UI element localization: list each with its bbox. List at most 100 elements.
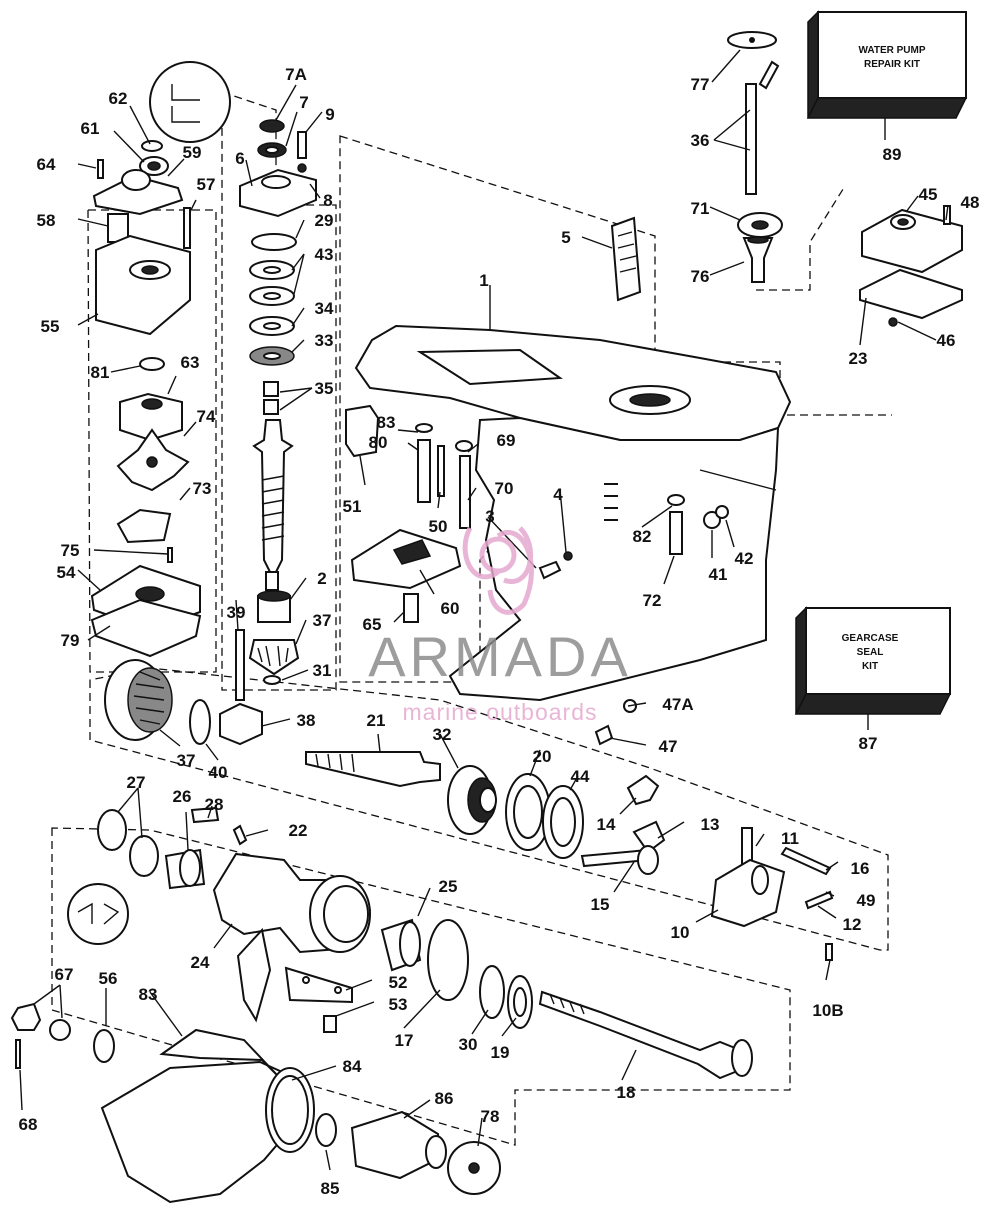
callout-86: 86 — [435, 1089, 454, 1108]
callout-21: 21 — [367, 711, 386, 730]
callout-12: 12 — [843, 915, 862, 934]
waterpump-group-outline — [87, 209, 217, 673]
callout-36: 36 — [691, 131, 710, 150]
callout-62: 62 — [109, 89, 128, 108]
water-pump-repair-kit-box: WATER PUMP REPAIR KIT 89 — [806, 10, 968, 164]
callout-46: 46 — [937, 331, 956, 350]
callout-72: 72 — [643, 591, 662, 610]
callout-64: 64 — [37, 155, 56, 174]
callout-13: 13 — [701, 815, 720, 834]
callout-53: 53 — [389, 995, 408, 1014]
callout-1: 1 — [479, 271, 488, 290]
watermark-tagline: marine outboards — [403, 699, 598, 725]
callout-4: 4 — [553, 485, 563, 504]
callout-59: 59 — [183, 143, 202, 162]
callout-18: 18 — [617, 1083, 636, 1102]
part-5 — [610, 216, 642, 302]
callout-77: 77 — [691, 75, 710, 94]
callout-83b: 83 — [139, 985, 158, 1004]
callout-17: 17 — [395, 1031, 414, 1050]
shift-rod-parts — [727, 31, 783, 283]
callout-89: 89 — [883, 145, 902, 164]
callout-20: 20 — [533, 747, 552, 766]
callout-49: 49 — [857, 891, 876, 910]
callout-70: 70 — [495, 479, 514, 498]
callout-54: 54 — [57, 563, 76, 582]
callout-61: 61 — [81, 119, 100, 138]
callout-50: 50 — [429, 517, 448, 536]
callout-2: 2 — [317, 569, 326, 588]
callout-16: 16 — [851, 859, 870, 878]
callout-45: 45 — [919, 185, 938, 204]
callout-48: 48 — [961, 193, 980, 212]
callout-68: 68 — [19, 1115, 38, 1134]
callout-47: 47 — [659, 737, 678, 756]
callout-5: 5 — [561, 228, 570, 247]
gear-train-parts — [104, 659, 834, 961]
callout-47A: 47A — [662, 695, 693, 714]
callout-39: 39 — [227, 603, 246, 622]
callout-27: 27 — [127, 773, 146, 792]
callout-42: 42 — [735, 549, 754, 568]
callout-32: 32 — [433, 725, 452, 744]
callout-79: 79 — [61, 631, 80, 650]
gearcase-seal-kit-box: GEARCASE SEAL KIT 87 — [794, 606, 952, 753]
callout-41: 41 — [709, 565, 728, 584]
callout-78: 78 — [481, 1107, 500, 1126]
callout-71: 71 — [691, 199, 710, 218]
callout-74: 74 — [197, 407, 216, 426]
callout-65: 65 — [363, 615, 382, 634]
driveshaft-group-outline — [221, 91, 337, 691]
callout-87: 87 — [859, 734, 878, 753]
callout-34: 34 — [315, 299, 334, 318]
driveshaft-parts — [149, 61, 317, 701]
callout-81: 81 — [91, 363, 110, 382]
callout-76: 76 — [691, 267, 710, 286]
callout-40: 40 — [209, 763, 228, 782]
callout-56: 56 — [99, 969, 118, 988]
callout-80: 80 — [369, 433, 388, 452]
callout-43: 43 — [315, 245, 334, 264]
callout-52: 52 — [389, 973, 408, 992]
callout-30: 30 — [459, 1035, 478, 1054]
callout-84: 84 — [343, 1057, 362, 1076]
callout-7A: 7A — [285, 65, 307, 84]
water-pump-kit-label-2: REPAIR KIT — [864, 59, 920, 70]
seal-kit-label-2: SEAL — [857, 647, 884, 658]
callout-51: 51 — [343, 497, 362, 516]
callout-35: 35 — [315, 379, 334, 398]
propshaft-parts — [10, 806, 753, 1204]
water-pump-kit-label-1: WATER PUMP — [858, 45, 925, 56]
gearcase-housing — [354, 324, 792, 702]
callout-55: 55 — [41, 317, 60, 336]
callout-75: 75 — [61, 541, 80, 560]
callout-33: 33 — [315, 331, 334, 350]
callout-10B: 10B — [812, 1001, 843, 1020]
callout-57: 57 — [197, 175, 216, 194]
watermark-brand: ARMADA — [368, 625, 632, 688]
callout-10: 10 — [671, 923, 690, 942]
callout-19: 19 — [491, 1043, 510, 1062]
callout-58: 58 — [37, 211, 56, 230]
callout-11: 11 — [781, 829, 799, 848]
callout-labels: 77 36 71 76 45 48 23 46 5 1 7A 7 9 6 8 2… — [19, 65, 980, 1198]
callout-24: 24 — [191, 953, 210, 972]
callout-15: 15 — [591, 895, 610, 914]
callout-31: 31 — [313, 661, 332, 680]
callout-82: 82 — [633, 527, 652, 546]
gearcase-fastener-parts — [345, 404, 729, 623]
callout-67: 67 — [55, 965, 74, 984]
gearcase-group-outline — [339, 135, 656, 683]
seal-kit-label-3: KIT — [862, 661, 878, 672]
callout-37b: 37 — [177, 751, 196, 770]
callout-85: 85 — [321, 1179, 340, 1198]
shift-housing-cover — [859, 205, 963, 327]
callout-38: 38 — [297, 711, 316, 730]
callout-60: 60 — [441, 599, 460, 618]
callout-3: 3 — [485, 507, 494, 526]
callout-37a: 37 — [313, 611, 332, 630]
gear-train-outline — [89, 667, 889, 951]
leader-lines — [19, 49, 949, 1171]
